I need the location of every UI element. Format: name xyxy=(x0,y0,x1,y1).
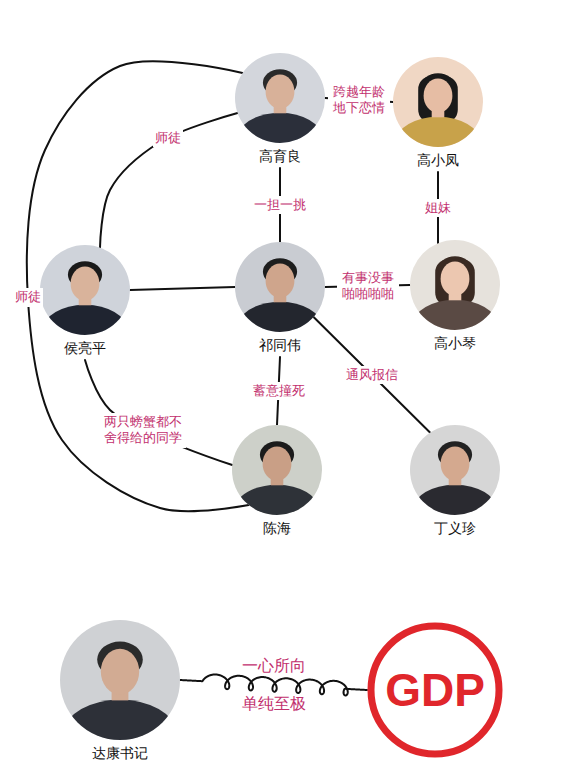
portrait xyxy=(235,53,325,143)
portrait xyxy=(393,57,483,147)
edge-label: 一心所向 单纯至极 xyxy=(238,646,310,724)
portrait-shoulders xyxy=(410,299,500,330)
portrait-ground xyxy=(393,57,483,147)
portrait-face xyxy=(266,75,295,109)
portrait-face xyxy=(101,649,139,695)
edge-label: 姐妹 xyxy=(423,199,453,217)
person-name: 达康书记 xyxy=(92,744,148,762)
person-name: 高小凤 xyxy=(417,151,459,169)
edge-label: 通风报信 xyxy=(344,366,400,384)
gdp-text: GDP xyxy=(385,667,485,713)
coil-line xyxy=(180,675,367,696)
person-name: 丁义珍 xyxy=(434,519,476,537)
edge-label: 师徒 xyxy=(153,129,183,147)
edge-label: 两只螃蟹都不舍得给的同学 xyxy=(100,413,186,448)
portrait-figure xyxy=(410,425,500,515)
relation-line xyxy=(130,287,235,290)
portrait-shoulders xyxy=(232,484,322,515)
edge-label: 师徒 xyxy=(13,288,43,306)
person-node: 达康书记 xyxy=(60,620,180,762)
portrait-ground xyxy=(410,240,500,330)
portrait-face xyxy=(263,447,292,481)
portrait xyxy=(60,620,180,740)
portrait-face xyxy=(441,447,470,481)
person-node: 丁义珍 xyxy=(410,425,500,537)
portrait-ground xyxy=(232,425,322,515)
portrait-face xyxy=(71,267,100,301)
person-name: 陈海 xyxy=(263,519,291,537)
portrait-face xyxy=(441,262,470,296)
portrait-shoulders xyxy=(235,112,325,143)
person-name: 祁同伟 xyxy=(259,336,301,354)
person-name: 高育良 xyxy=(259,147,301,165)
portrait-ground xyxy=(40,245,130,335)
person-name: 高小琴 xyxy=(434,334,476,352)
portrait xyxy=(410,425,500,515)
relation-line xyxy=(27,61,249,511)
person-node: 高小凤 xyxy=(393,57,483,169)
person-name: 侯亮平 xyxy=(64,339,106,357)
person-node: 高育良 xyxy=(235,53,325,165)
gdp-circle: GDP xyxy=(277,622,580,758)
portrait-shoulders xyxy=(410,484,500,515)
person-node: 侯亮平 xyxy=(40,245,130,357)
portrait-figure xyxy=(60,620,180,740)
ring-circle xyxy=(371,626,499,754)
person-node: 祁同伟 xyxy=(235,242,325,354)
portrait-figure xyxy=(235,53,325,143)
portrait-ground xyxy=(235,53,325,143)
portrait-face xyxy=(424,79,453,113)
relation-line xyxy=(314,317,430,433)
edge-label: 有事没事 啪啪啪啪 xyxy=(337,269,399,304)
portrait-figure xyxy=(393,57,483,147)
portrait-figure xyxy=(40,245,130,335)
portrait-shoulders xyxy=(60,699,180,740)
portrait-figure xyxy=(410,240,500,330)
portrait-figure xyxy=(235,242,325,332)
portrait xyxy=(232,425,322,515)
relation-line xyxy=(85,360,232,465)
portrait xyxy=(40,245,130,335)
edge-label: 蓄意撞死 xyxy=(251,382,307,400)
portrait-ground xyxy=(60,620,180,740)
relation-line xyxy=(100,113,238,248)
portrait xyxy=(235,242,325,332)
portrait-ground xyxy=(410,425,500,515)
portrait-shoulders xyxy=(40,304,130,335)
person-node: 陈海 xyxy=(232,425,322,537)
portrait-face xyxy=(266,264,295,298)
portrait-shoulders xyxy=(393,116,483,147)
portrait-shoulders xyxy=(235,301,325,332)
edge-label: 一担一挑 xyxy=(252,196,308,214)
portrait-figure xyxy=(232,425,322,515)
person-node: 高小琴 xyxy=(410,240,500,352)
edge-label: 跨越年龄 地下恋情 xyxy=(328,83,390,118)
portrait-ground xyxy=(235,242,325,332)
portrait xyxy=(410,240,500,330)
